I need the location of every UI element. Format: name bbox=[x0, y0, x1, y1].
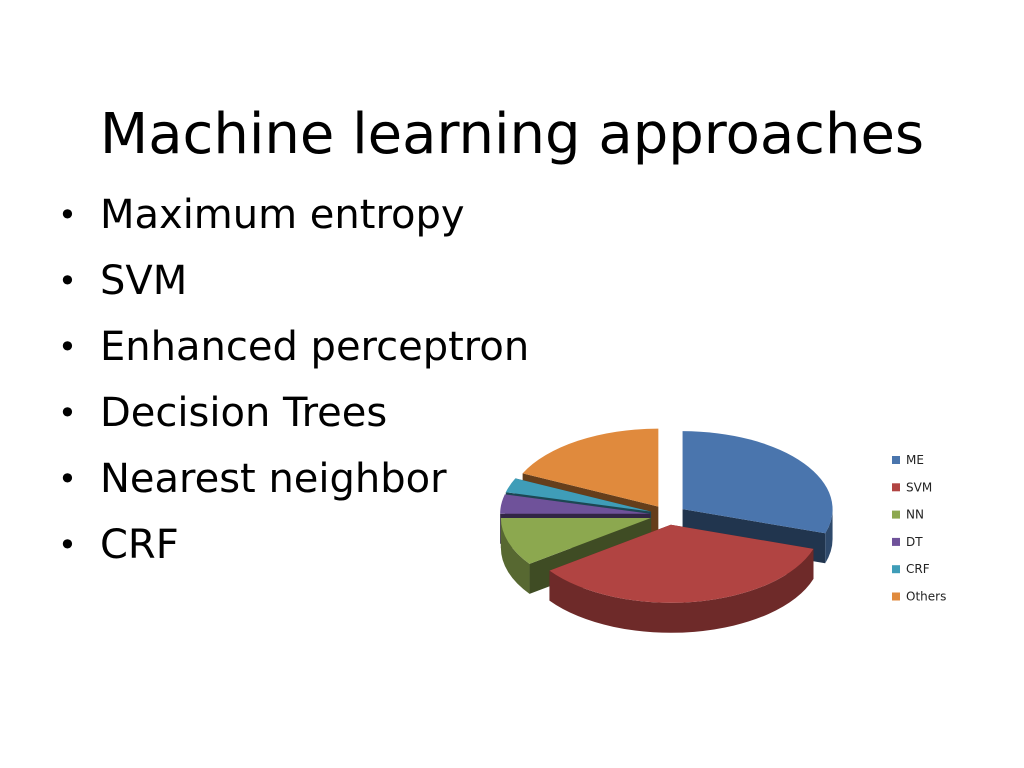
legend-swatch bbox=[892, 510, 900, 519]
bullet-item: • SVM bbox=[58, 251, 529, 317]
legend-item-dt: DT bbox=[892, 535, 923, 549]
bullet-dot-icon: • bbox=[58, 328, 77, 366]
legend-item-crf: CRF bbox=[892, 562, 930, 576]
bullet-text: CRF bbox=[100, 522, 179, 568]
bullet-dot-icon: • bbox=[58, 196, 77, 234]
pie-slice-side bbox=[825, 509, 833, 564]
legend-label: NN bbox=[906, 508, 924, 522]
pie-slice-top bbox=[500, 518, 651, 564]
bullet-text: Enhanced perceptron bbox=[100, 324, 530, 370]
slide-title: Machine learning approaches bbox=[99, 101, 925, 167]
bullet-item: • CRF bbox=[58, 515, 529, 581]
bullet-text: Nearest neighbor bbox=[100, 456, 447, 502]
legend-swatch bbox=[892, 483, 900, 492]
legend-swatch bbox=[892, 565, 900, 574]
pie-chart: ME SVM NN DT CRF Others bbox=[500, 428, 946, 633]
bullet-dot-icon: • bbox=[58, 262, 77, 300]
legend-item-nn: NN bbox=[892, 508, 924, 522]
bullet-item: • Nearest neighbor bbox=[58, 449, 529, 515]
legend-item-others: Others bbox=[892, 590, 946, 604]
pie-legend: ME SVM NN DT CRF Others bbox=[892, 453, 946, 604]
pie-slice-side bbox=[500, 518, 530, 594]
legend-label: ME bbox=[906, 453, 924, 467]
bullet-item: • Decision Trees bbox=[58, 383, 529, 449]
bullet-text: Maximum entropy bbox=[100, 192, 465, 238]
bullet-dot-icon: • bbox=[58, 394, 77, 432]
bullet-item: • Enhanced perceptron bbox=[58, 317, 529, 383]
legend-swatch bbox=[892, 537, 900, 546]
bullet-dot-icon: • bbox=[58, 526, 77, 564]
legend-item-me: ME bbox=[892, 453, 924, 467]
legend-item-svm: SVM bbox=[892, 480, 932, 494]
pie-slice-top bbox=[505, 478, 652, 512]
bullet-dot-icon: • bbox=[58, 460, 77, 498]
pie-slices bbox=[500, 428, 833, 633]
legend-label: DT bbox=[906, 535, 923, 549]
legend-swatch bbox=[892, 456, 900, 464]
legend-label: SVM bbox=[906, 480, 932, 494]
pie-slice-svm bbox=[549, 524, 814, 633]
pie-slice-side bbox=[549, 548, 814, 633]
bullet-text: Decision Trees bbox=[100, 390, 388, 436]
pie-slice-top bbox=[682, 431, 833, 534]
legend-swatch bbox=[892, 592, 900, 601]
pie-slice-top bbox=[522, 428, 659, 507]
bullet-text: SVM bbox=[100, 258, 188, 304]
bullet-item: • Maximum entropy bbox=[58, 185, 529, 251]
bullet-list: • Maximum entropy • SVM • Enhanced perce… bbox=[58, 185, 529, 581]
legend-label: CRF bbox=[906, 562, 930, 576]
pie-slice-top bbox=[549, 524, 814, 603]
pie-slice-top bbox=[500, 494, 651, 514]
legend-label: Others bbox=[906, 590, 946, 604]
